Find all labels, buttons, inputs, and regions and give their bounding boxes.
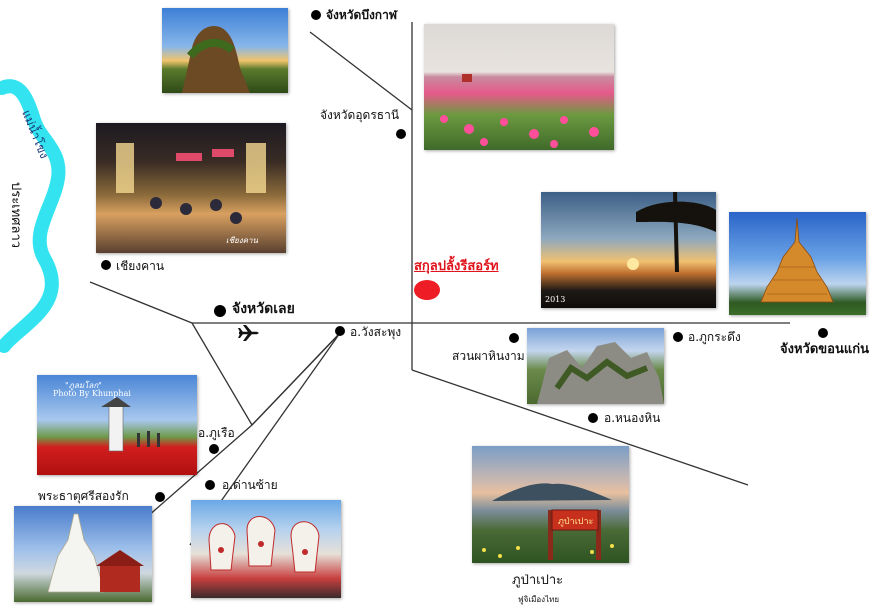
- caption-phu-pa-po-sign: ภูป่าเปาะ: [558, 517, 594, 527]
- road-nong-hin: [411, 369, 749, 486]
- photo-chiang-khan-street: เชียงคาน: [96, 123, 286, 253]
- label-bueng-kan: จังหวัดบึงกาฬ: [326, 8, 398, 22]
- caption-phu-ruea-photo-1: "ภูลมโลก": [65, 381, 102, 390]
- road-south-vertical: [191, 322, 253, 426]
- road-chiang-khan: [89, 281, 193, 324]
- photo-red-lotus-lake: [424, 24, 614, 150]
- label-phu-pa-po-caption: ฟูจิเมืองไทย: [518, 595, 560, 604]
- country-label: ประเทศลาว: [8, 182, 23, 248]
- label-phu-pa-po: ภูป่าเปาะ: [512, 573, 564, 588]
- label-nong-hin: อ.หนองหิน: [604, 411, 661, 425]
- label-khon-kaen: จังหวัดขอนแก่น: [780, 342, 869, 357]
- photo-phu-pa-po: ภูป่าเปาะ: [472, 446, 629, 563]
- location-dots: [101, 10, 828, 502]
- caption-sunrise-photo: 2013: [545, 295, 566, 304]
- photo-phi-ta-khon: [191, 500, 341, 598]
- road-south-west: [251, 332, 341, 426]
- airplane-icon: [238, 325, 259, 341]
- label-suan-pha-hin-ngam: สวนผาหินงาม: [452, 349, 525, 363]
- photo-cliff-viewpoint: [162, 8, 288, 93]
- label-phra-that-si-song-rak: พระธาตุศรีสองรัก: [38, 489, 129, 503]
- photo-suan-pha-hin-ngam: [527, 328, 664, 404]
- label-wang-saphung: อ.วังสะพุง: [350, 325, 402, 339]
- label-chiang-khan: เชียงคาน: [116, 259, 165, 273]
- label-loei: จังหวัดเลย: [232, 301, 295, 317]
- photo-golden-pagoda: [729, 212, 866, 315]
- photo-sunrise-pine: 2013: [541, 192, 716, 308]
- resort-marker: [414, 280, 440, 300]
- photo-phra-that-si-song-rak: [14, 506, 152, 602]
- caption-phu-ruea-photo-2: Photo By Khunphai: [53, 389, 131, 398]
- label-phu-ruea: อ.ภูเรือ: [198, 426, 235, 440]
- label-phu-kradueng: อ.ภูกระดึง: [688, 330, 741, 344]
- label-resort: สกุลปลั้งรีสอร์ท: [414, 259, 499, 274]
- label-udon-thani: จังหวัดอุดรธานี: [320, 108, 400, 122]
- label-dan-sai: อ.ด่านซ้าย: [222, 478, 278, 492]
- mekong-river: [0, 79, 66, 353]
- caption-chiang-khan-photo: เชียงคาน: [225, 236, 258, 245]
- photo-phu-lom-lo: "ภูลมโลก" Photo By Khunphai: [37, 375, 197, 475]
- road-bueng-kan: [309, 31, 413, 111]
